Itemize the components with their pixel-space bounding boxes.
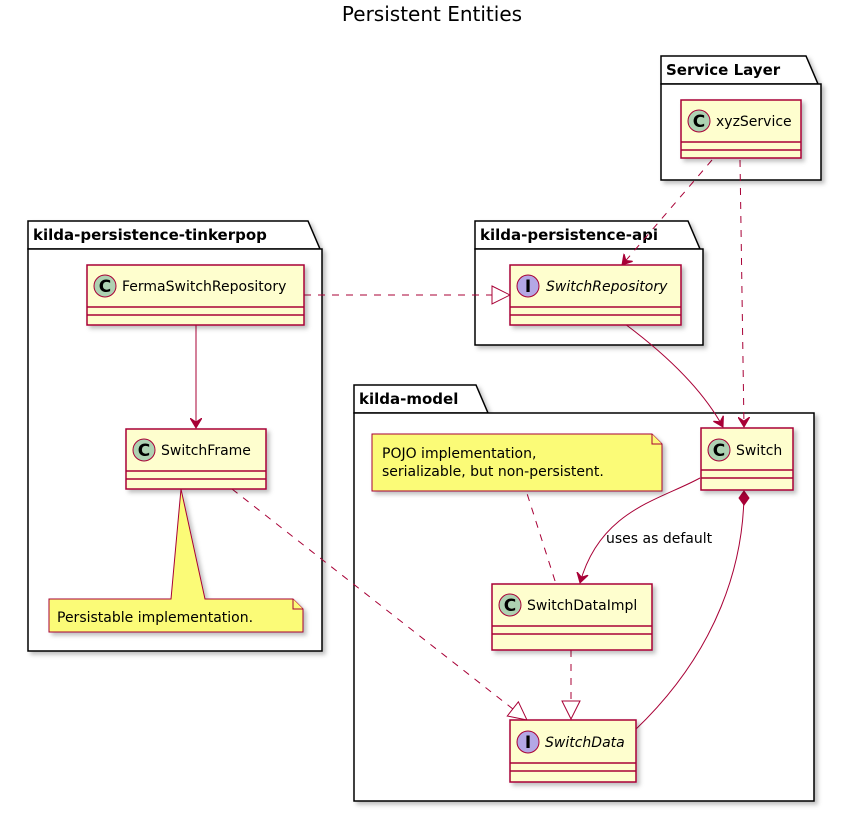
edge-xyzservice-to-switchrepository	[622, 159, 713, 265]
class-kind-letter: C	[138, 441, 150, 461]
interface-switchdata: I SwitchData	[509, 719, 637, 783]
edge-switch-uses-switchdataimpl	[580, 477, 701, 583]
class-xyzservice: C xyzService	[680, 99, 802, 159]
interface-switchrepository: I SwitchRepository	[509, 264, 682, 326]
package-label-api: kilda-persistence-api	[480, 226, 658, 244]
class-fermaswitchrepository: C FermaSwitchRepository	[86, 264, 305, 326]
class-kind-letter: C	[713, 441, 725, 461]
class-kind-letter: C	[693, 112, 705, 132]
class-switch: C Switch	[700, 427, 794, 491]
note-pojo-line2: serializable, but non-persistent.	[382, 464, 604, 480]
interface-i-icon	[516, 730, 540, 754]
class-name-xyzservice: xyzService	[716, 114, 792, 130]
edge-switch-composes-switchdata	[632, 490, 750, 733]
class-c-icon	[707, 438, 731, 462]
note-persistable-text: Persistable implementation.	[57, 610, 253, 626]
class-kind-letter: C	[99, 277, 111, 297]
diagram-title: Persistent Entities	[342, 2, 522, 26]
class-name-switchrepository: SwitchRepository	[546, 279, 668, 295]
class-name-switch: Switch	[736, 443, 782, 459]
class-c-icon	[132, 438, 156, 462]
class-switchframe: C SwitchFrame	[125, 428, 267, 490]
note-connector-pojo	[522, 480, 557, 585]
package-label-model: kilda-model	[359, 390, 458, 408]
class-c-icon	[93, 274, 117, 298]
class-kind-letter: I	[525, 277, 531, 297]
class-name-switchdata: SwitchData	[545, 735, 625, 751]
edge-xyzservice-to-switch	[740, 159, 744, 427]
interface-i-icon	[516, 274, 540, 298]
class-kind-letter: C	[504, 596, 516, 616]
edge-switchframe-implements-switchdata	[231, 488, 528, 721]
note-pojo-line1: POJO implementation,	[382, 446, 536, 462]
package-label-service-layer: Service Layer	[666, 61, 781, 79]
class-name-switchframe: SwitchFrame	[161, 443, 251, 459]
note-pojo: POJO implementation, serializable, but n…	[371, 433, 663, 492]
class-name-fermaswitchrepository: FermaSwitchRepository	[122, 279, 286, 295]
class-switchdataimpl: C SwitchDataImpl	[491, 583, 653, 651]
package-label-tinkerpop: kilda-persistence-tinkerpop	[33, 226, 267, 244]
class-c-icon	[687, 109, 711, 133]
class-kind-letter: I	[525, 733, 531, 753]
edge-switchrepository-to-switch	[624, 323, 723, 427]
class-c-icon	[498, 593, 522, 617]
edge-label-uses-as-default: uses as default	[606, 531, 713, 547]
note-persistable: Persistable implementation.	[48, 488, 304, 633]
class-name-switchdataimpl: SwitchDataImpl	[527, 598, 637, 614]
